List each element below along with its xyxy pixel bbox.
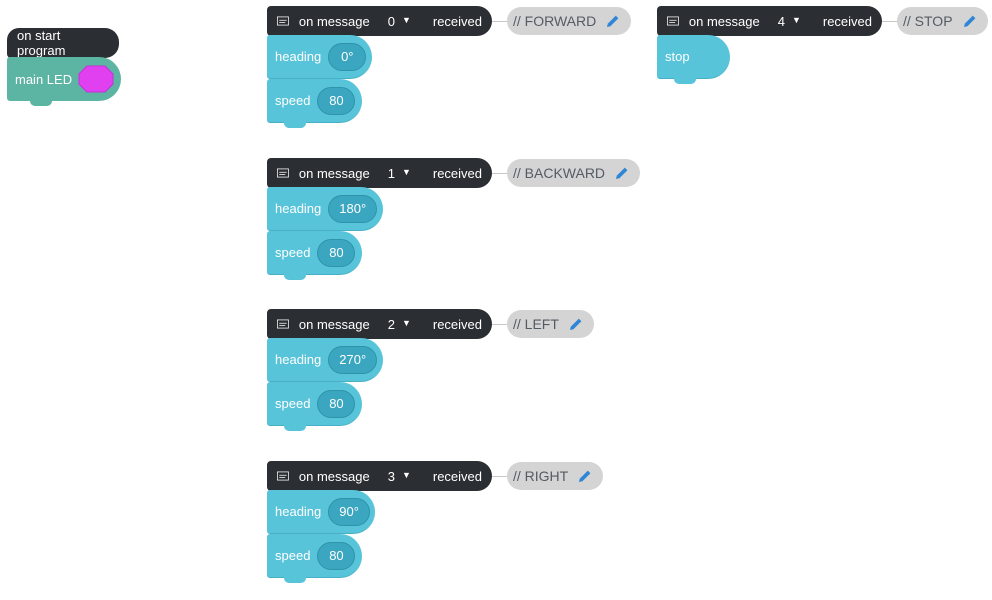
received-label: received <box>432 468 482 484</box>
speed-block[interactable]: speed 80 <box>267 534 362 578</box>
comment-bubble[interactable]: // BACKWARD <box>507 159 641 187</box>
message-value: 0 <box>387 13 395 29</box>
message-dropdown[interactable]: 3 ▼ <box>388 469 411 484</box>
on-message-label: on message <box>298 165 370 181</box>
heading-value-input[interactable]: 0° <box>328 42 367 71</box>
on-message-block-2[interactable]: on message 2 ▼ received <box>267 309 492 339</box>
message-dropdown[interactable]: 1 ▼ <box>388 166 411 181</box>
speed-block[interactable]: speed 80 <box>267 79 362 123</box>
pencil-icon[interactable] <box>614 165 630 181</box>
comment-connector <box>882 21 898 22</box>
message-value: 1 <box>387 165 395 181</box>
comment-text: // LEFT <box>513 316 559 332</box>
on-message-label: on message <box>298 316 370 332</box>
stop-block[interactable]: stop <box>657 35 730 79</box>
comment-connector <box>492 173 508 174</box>
speed-block[interactable]: speed 80 <box>267 382 362 426</box>
speed-value-input[interactable]: 80 <box>317 238 356 267</box>
message-icon <box>277 319 289 329</box>
main-led-label: main LED <box>15 71 73 87</box>
speed-value-input[interactable]: 80 <box>317 541 356 570</box>
speed-label: speed <box>275 245 311 260</box>
received-label: received <box>432 13 482 29</box>
comment-bubble[interactable]: // STOP <box>897 7 988 35</box>
received-label: received <box>822 13 872 29</box>
heading-value-input[interactable]: 90° <box>328 497 370 526</box>
heading-value-input[interactable]: 270° <box>328 345 378 374</box>
heading-label: heading <box>275 49 322 64</box>
message-icon <box>667 16 679 26</box>
speed-block[interactable]: speed 80 <box>267 231 362 275</box>
speed-label: speed <box>275 396 311 411</box>
heading-label: heading <box>275 352 322 367</box>
block-bottom-tab <box>284 577 306 583</box>
block-bottom-tab <box>284 122 306 128</box>
caret-down-icon: ▼ <box>401 15 411 25</box>
message-value: 4 <box>777 13 785 29</box>
on-message-block-3[interactable]: on message 3 ▼ received <box>267 461 492 491</box>
message-icon <box>277 471 289 481</box>
message-dropdown[interactable]: 2 ▼ <box>388 317 411 332</box>
comment-bubble[interactable]: // RIGHT <box>507 462 604 490</box>
on-message-block-4[interactable]: on message 4 ▼ received <box>657 6 882 36</box>
block-bottom-tab <box>674 78 696 84</box>
message-value: 3 <box>387 468 395 484</box>
received-label: received <box>432 165 482 181</box>
message-dropdown[interactable]: 4 ▼ <box>778 14 801 29</box>
speed-value-input[interactable]: 80 <box>317 86 356 115</box>
led-color-swatch[interactable] <box>77 64 117 94</box>
pencil-icon[interactable] <box>962 13 978 29</box>
speed-value-input[interactable]: 80 <box>317 389 356 418</box>
heading-block[interactable]: heading 270° <box>267 338 383 382</box>
comment-bubble[interactable]: // FORWARD <box>507 7 632 35</box>
speed-label: speed <box>275 93 311 108</box>
heading-block[interactable]: heading 0° <box>267 35 372 79</box>
comment-text: // RIGHT <box>513 468 569 484</box>
comment-text: // STOP <box>903 13 953 29</box>
heading-block[interactable]: heading 180° <box>267 187 383 231</box>
message-icon <box>277 168 289 178</box>
on-message-block-0[interactable]: on message 0 ▼ received <box>267 6 492 36</box>
comment-connector <box>492 21 508 22</box>
on-message-label: on message <box>298 13 370 29</box>
heading-label: heading <box>275 201 322 216</box>
on-message-block-1[interactable]: on message 1 ▼ received <box>267 158 492 188</box>
stop-label: stop <box>665 49 690 64</box>
comment-connector <box>492 476 508 477</box>
block-bottom-tab <box>284 425 306 431</box>
comment-bubble[interactable]: // LEFT <box>507 310 594 338</box>
block-bottom-tab <box>30 100 52 106</box>
pencil-icon[interactable] <box>577 468 593 484</box>
message-value: 2 <box>387 316 395 332</box>
caret-down-icon: ▼ <box>791 15 801 25</box>
comment-connector <box>492 324 508 325</box>
heading-block[interactable]: heading 90° <box>267 490 375 534</box>
received-label: received <box>432 316 482 332</box>
on-start-program-label: on start program <box>17 28 66 58</box>
on-message-label: on message <box>688 13 760 29</box>
pencil-icon[interactable] <box>568 316 584 332</box>
comment-text: // BACKWARD <box>513 165 606 181</box>
comment-text: // FORWARD <box>513 13 597 29</box>
heading-label: heading <box>275 504 322 519</box>
heading-value-input[interactable]: 180° <box>328 194 378 223</box>
caret-down-icon: ▼ <box>401 318 411 328</box>
on-message-label: on message <box>298 468 370 484</box>
message-icon <box>277 16 289 26</box>
on-start-program-block[interactable]: on start program <box>7 28 119 58</box>
caret-down-icon: ▼ <box>401 167 411 177</box>
speed-label: speed <box>275 548 311 563</box>
caret-down-icon: ▼ <box>401 470 411 480</box>
message-dropdown[interactable]: 0 ▼ <box>388 14 411 29</box>
block-bottom-tab <box>284 274 306 280</box>
main-led-block[interactable]: main LED <box>7 57 121 101</box>
pencil-icon[interactable] <box>605 13 621 29</box>
